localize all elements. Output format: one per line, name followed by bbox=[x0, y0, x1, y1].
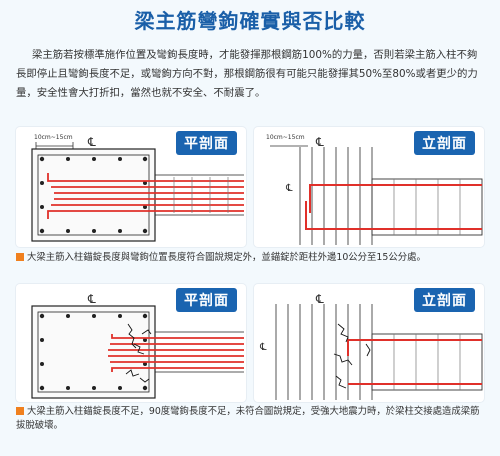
tag-bottom-plan: 平剖面 bbox=[176, 288, 237, 312]
centerline-symbol-side: ℄ bbox=[285, 183, 293, 194]
page-title: 梁主筋彎鉤確實與否比較 bbox=[134, 9, 366, 33]
tag-top-elevation: 立剖面 bbox=[414, 131, 475, 155]
centerline-symbol: ℄ bbox=[315, 135, 324, 149]
caption-bottom: 大梁主筋入柱錨錠長度不足，90度彎鉤長度不足，未符合圖說規定，受強大地震力時，於… bbox=[16, 406, 480, 431]
dim-label: 10cm~15cm bbox=[266, 134, 305, 141]
top-elevation-drawing: 10cm~15cm ℄ ℄ bbox=[266, 134, 483, 245]
bottom-plan-drawing: ℄ bbox=[31, 292, 244, 399]
bottom-elevation-drawing: ℄ ℄ bbox=[259, 292, 483, 400]
centerline-symbol-side: ℄ bbox=[259, 342, 267, 353]
top-plan-drawing: 10cm~15cm ℄ bbox=[31, 134, 244, 242]
caption-top: 大梁主筋入柱錨錠長度與彎鉤位置長度符合圖說規定外，並錨錠於距柱外邊10公分至15… bbox=[16, 251, 486, 265]
tag-top-plan: 平剖面 bbox=[176, 131, 237, 155]
bullet-square bbox=[16, 407, 24, 415]
centerline-symbol: ℄ bbox=[87, 292, 96, 306]
bullet-square bbox=[16, 253, 24, 261]
tag-bottom-elevation: 立剖面 bbox=[414, 288, 475, 312]
intro-paragraph: 梁主筋若按標準施作位置及彎鉤長度時，才能發揮那根鋼筋100%的力量，否則若梁主筋… bbox=[16, 49, 478, 99]
centerline-symbol: ℄ bbox=[87, 135, 96, 149]
centerline-symbol: ℄ bbox=[315, 292, 324, 306]
dim-label: 10cm~15cm bbox=[34, 134, 73, 141]
